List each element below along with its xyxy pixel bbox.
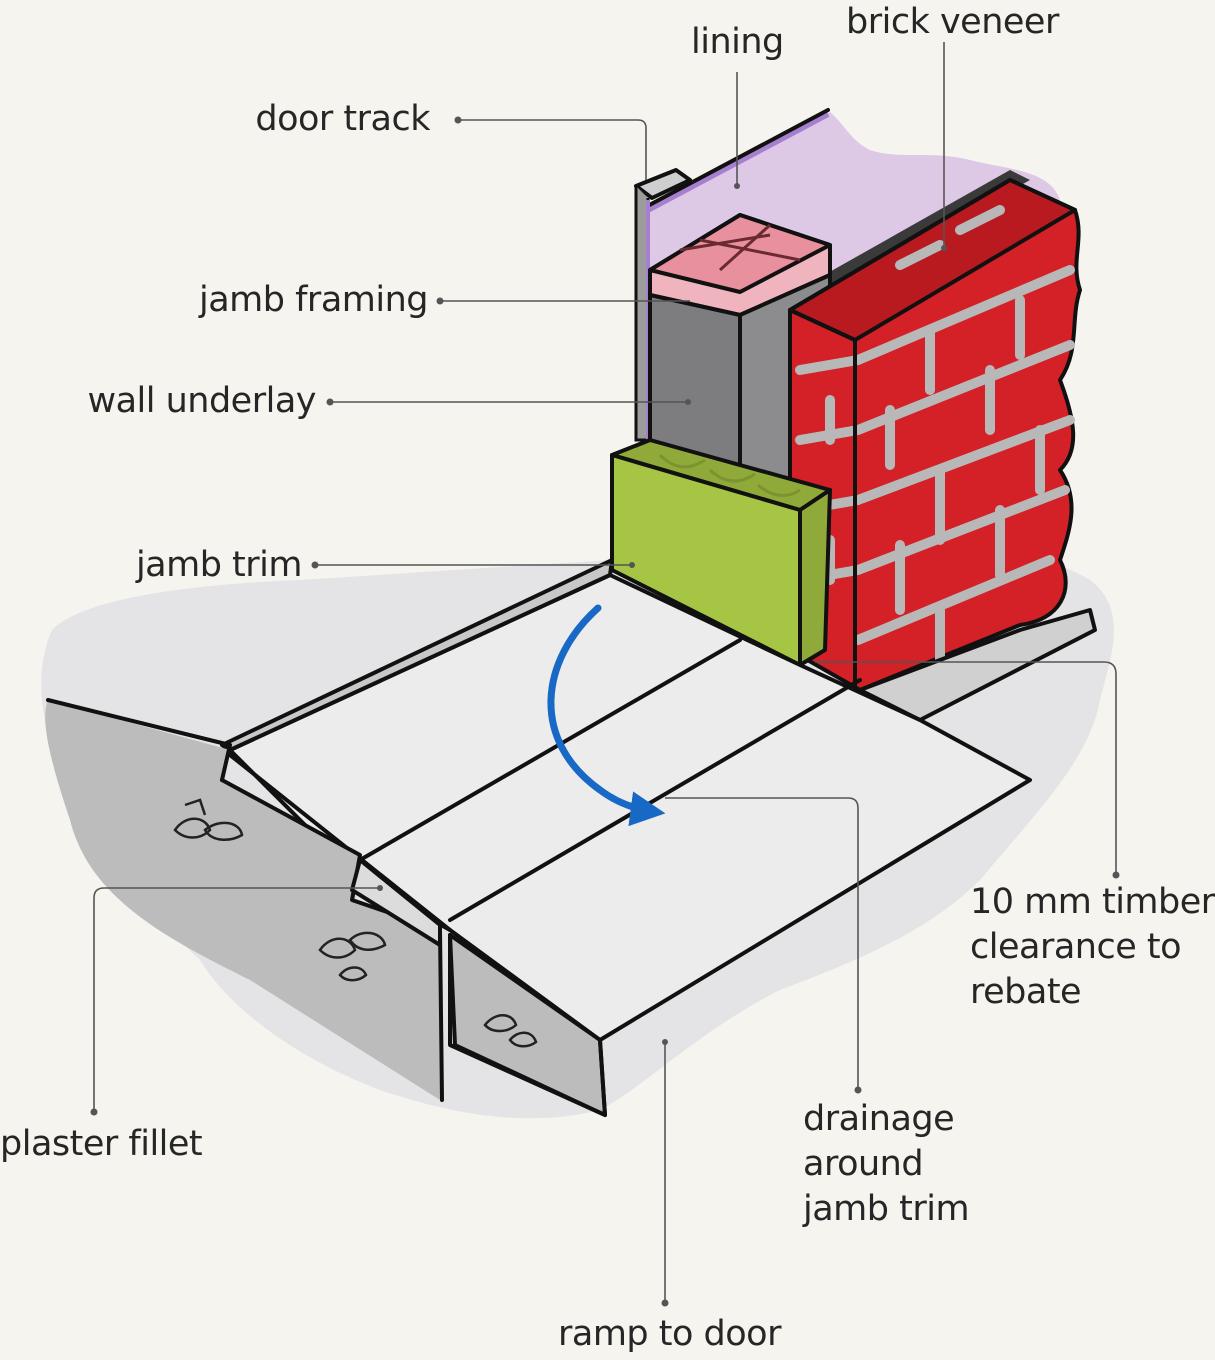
- label-drainage: drainage around jamb trim: [803, 1097, 970, 1232]
- concrete-slab: [45, 698, 607, 1117]
- label-wall-underlay: wall underlay: [87, 381, 316, 421]
- label-plaster-fillet: plaster fillet: [0, 1124, 203, 1164]
- label-ramp-to-door: ramp to door: [558, 1314, 781, 1354]
- drainage-flow-arrow: [547, 604, 666, 827]
- plaster-fillet: [350, 858, 442, 947]
- label-drainage-line-1: drainage: [803, 1099, 955, 1139]
- label-door-track: door track: [255, 99, 430, 139]
- label-drainage-line-3: jamb trim: [803, 1189, 970, 1229]
- lining-edge: [642, 111, 830, 215]
- leader-lines: [90, 42, 1120, 1307]
- label-timber-clearance-line-2: clearance to: [970, 927, 1182, 967]
- label-drainage-line-2: around: [803, 1144, 924, 1184]
- jamb-trim: [610, 438, 832, 667]
- label-jamb-trim: jamb trim: [135, 545, 303, 585]
- label-brick-veneer: brick veneer: [846, 2, 1059, 42]
- label-timber-clearance: 10 mm timber clearance to rebate: [970, 880, 1215, 1015]
- label-jamb-framing: jamb framing: [199, 280, 429, 320]
- label-timber-clearance-line-3: rebate: [970, 972, 1082, 1012]
- label-timber-clearance-line-1: 10 mm timber: [970, 882, 1215, 922]
- brick-veneer: [788, 178, 1082, 692]
- label-lining: lining: [691, 22, 784, 62]
